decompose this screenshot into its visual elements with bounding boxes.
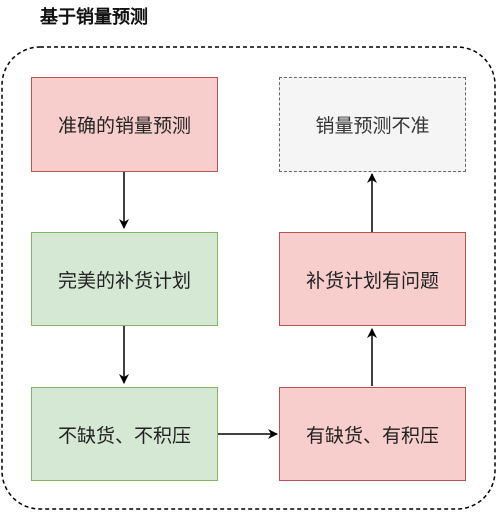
node-label: 不缺货、不积压 — [57, 424, 191, 447]
node-label: 完美的补货计划 — [57, 269, 191, 292]
node-label: 补货计划有问题 — [305, 269, 439, 292]
node-label: 有缺货、有积压 — [305, 424, 439, 447]
node-label: 准确的销量预测 — [57, 115, 191, 137]
node-label: 销量预测不准 — [315, 115, 430, 137]
node-no-shortage-no-overstock: 不缺货、不积压 — [31, 387, 218, 481]
node-shortage-and-overstock: 有缺货、有积压 — [279, 387, 466, 481]
node-plan-has-problems: 补货计划有问题 — [279, 232, 466, 326]
node-accurate-forecast: 准确的销量预测 — [31, 77, 218, 172]
group-container — [1, 46, 496, 510]
diagram-title: 基于销量预测 — [40, 7, 148, 28]
node-inaccurate-forecast: 销量预测不准 — [279, 77, 466, 172]
node-perfect-plan: 完美的补货计划 — [31, 232, 218, 326]
